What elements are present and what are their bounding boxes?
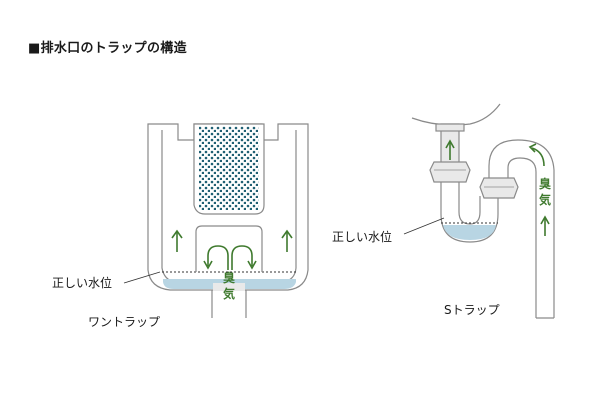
sink-bowl: [411, 103, 501, 126]
diagram-title: ■排水口のトラップの構造: [28, 41, 187, 56]
s-trap-smell-char-1: 臭: [539, 176, 551, 191]
s-trap-up-arrow-downpipe: [540, 215, 550, 236]
s-trap: 臭 気 正しい水位 Sトラップ: [332, 103, 555, 319]
slip-nut-lower: [479, 177, 519, 199]
one-trap-water-level-label: 正しい水位: [52, 275, 112, 290]
s-trap-name: Sトラップ: [444, 303, 500, 317]
s-trap-water: [443, 225, 496, 240]
s-trap-leader-line: [403, 217, 445, 235]
one-trap-outlet-pipe: [211, 290, 247, 318]
u-bend-outer: [440, 182, 499, 243]
s-trap-arc-outer: [488, 139, 555, 318]
flow-arrow-right: [231, 245, 257, 270]
s-trap-smell-char-2: 気: [539, 192, 551, 207]
trap-bell: [195, 225, 263, 272]
u-bend-inner: [458, 182, 481, 225]
one-trap-leader-line: [123, 271, 161, 284]
s-trap-curved-arrow: [528, 143, 545, 167]
one-trap-name: ワントラップ: [88, 315, 160, 329]
one-trap-smell-char-2: 気: [223, 286, 235, 301]
s-trap-arc-inner: [507, 157, 537, 318]
strainer-holes: [199, 126, 259, 210]
s-trap-up-arrow-inlet: [445, 139, 455, 160]
one-trap-smell-char-1: 臭: [223, 270, 235, 285]
flow-arrow-left: [203, 245, 229, 270]
up-arrow-right: [281, 229, 293, 252]
one-trap: 臭 気 正しい水位 ワントラップ: [52, 123, 309, 329]
tail-flange: [435, 123, 465, 132]
slip-nut-upper: [429, 161, 471, 183]
s-trap-water-level-label: 正しい水位: [332, 229, 392, 244]
up-arrow-left: [171, 229, 183, 252]
